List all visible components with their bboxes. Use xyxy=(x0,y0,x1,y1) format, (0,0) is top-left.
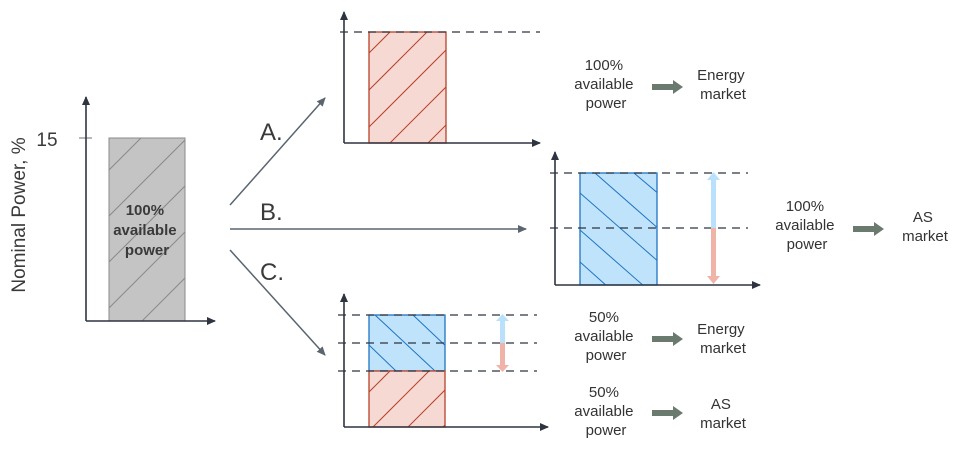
source-chart: Nominal Power, % 15 100% available power xyxy=(9,96,216,325)
power-share-label: 100% available power xyxy=(775,198,838,253)
chart-b xyxy=(550,151,761,289)
market-arrow-icon xyxy=(853,222,884,236)
market-label: AS market xyxy=(902,209,949,245)
allocation-c-energy: 50% available power Energy market xyxy=(574,309,749,364)
allocation-b: 100% available power AS market xyxy=(775,198,948,253)
market-label: AS market xyxy=(700,396,747,432)
bar-label: 100% available power xyxy=(113,202,181,259)
market-label: Energy market xyxy=(697,67,749,103)
as-bar xyxy=(579,172,658,286)
energy-hatching xyxy=(369,371,445,427)
up-down-regulation-arrow xyxy=(707,172,720,284)
branch-a-arrow xyxy=(229,97,326,206)
market-label: Energy market xyxy=(697,321,749,357)
chart-a xyxy=(340,11,541,147)
power-share-label: 50% available power xyxy=(574,384,637,439)
tick-label-15: 15 xyxy=(36,130,57,151)
market-arrow-icon xyxy=(652,406,683,420)
energy-bar xyxy=(368,370,446,428)
as-hatching xyxy=(369,315,445,371)
market-arrow-icon xyxy=(652,332,683,346)
power-share-label: 50% available power xyxy=(574,309,637,364)
branch-c-label: C. xyxy=(260,259,284,286)
branch-b-label: B. xyxy=(260,199,283,226)
allocation-c-as: 50% available power AS market xyxy=(574,384,746,439)
branch-a-label: A. xyxy=(260,119,283,146)
power-share-label: 100% available power xyxy=(574,57,637,112)
chart-c xyxy=(338,293,549,431)
energy-bar xyxy=(368,31,447,144)
branch-c-arrow xyxy=(229,249,326,356)
up-down-regulation-arrow xyxy=(496,314,509,372)
y-axis-label: Nominal Power, % xyxy=(9,137,30,292)
market-arrow-icon xyxy=(652,80,683,94)
bar-hatching xyxy=(109,138,185,321)
allocation-a: 100% available power Energy market xyxy=(574,57,749,112)
branch-arrows: A. B. C. xyxy=(229,97,527,356)
